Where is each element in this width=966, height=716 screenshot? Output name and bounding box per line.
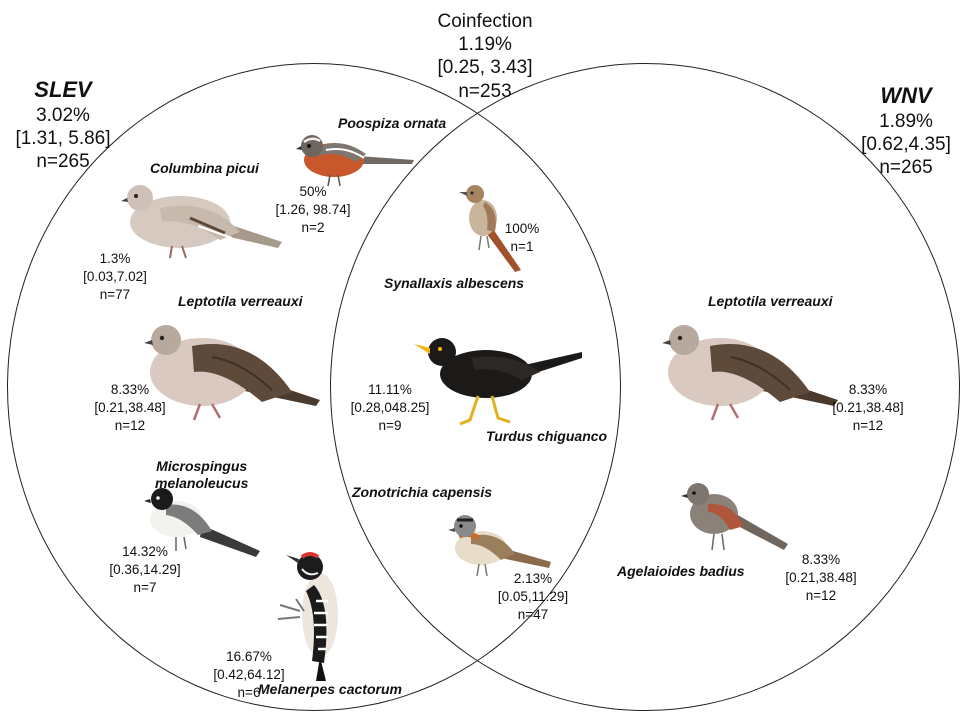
stat-columbina-picui: 1.3% [0.03,7.02] n=77 (70, 250, 160, 303)
stat-ci: [0.03,7.02] (70, 268, 160, 286)
slev-name: SLEV (4, 77, 122, 104)
stat-leptotila-verreauxi-wnv: 8.33% [0.21,38.48] n=12 (818, 381, 918, 434)
coinfection-ci: [0.25, 3.43] (400, 56, 570, 79)
stat-n: n=7 (100, 579, 190, 597)
slev-ci: [1.31, 5.86] (4, 127, 122, 150)
coinfection-title: Coinfection (400, 10, 570, 33)
coinfection-header: Coinfection 1.19% [0.25, 3.43] n=253 (400, 10, 570, 103)
slev-header: SLEV 3.02% [1.31, 5.86] n=265 (4, 77, 122, 173)
stat-pct: 8.33% (773, 551, 869, 569)
species-turdus-chiguanco: Turdus chiguanco (486, 428, 607, 445)
stat-microspingus-melanoleucus: 14.32% [0.36,14.29] n=7 (100, 543, 190, 596)
stat-pct: 100% (492, 220, 552, 238)
species-zonotrichia-capensis: Zonotrichia capensis (352, 484, 492, 501)
stat-ci: [0.05,11.29] (488, 588, 578, 606)
leptotila-verreauxi-wnv-illustration (660, 312, 840, 430)
stat-zonotrichia-capensis: 2.13% [0.05,11.29] n=47 (488, 570, 578, 623)
stat-turdus-chiguanco: 11.11% [0.28,048.25] n=9 (342, 381, 438, 434)
stat-pct: 8.33% (818, 381, 918, 399)
species-columbina-picui: Columbina picui (150, 160, 259, 177)
stat-agelaioides-badius: 8.33% [0.21,38.48] n=12 (773, 551, 869, 604)
stat-pct: 2.13% (488, 570, 578, 588)
wnv-pct: 1.89% (848, 110, 964, 133)
species-agelaioides-badius: Agelaioides badius (617, 563, 745, 580)
stat-ci: [0.36,14.29] (100, 561, 190, 579)
species-leptotila-verreauxi-slev: Leptotila verreauxi (178, 293, 303, 310)
species-synallaxis-albescens: Synallaxis albescens (384, 275, 524, 292)
slev-n: n=265 (4, 150, 122, 173)
stat-pct: 1.3% (70, 250, 160, 268)
stat-n: n=1 (492, 238, 552, 256)
stat-n: n=12 (773, 587, 869, 605)
species-melanerpes-cactorum: Melanerpes cactorum (258, 681, 402, 698)
stat-pct: 14.32% (100, 543, 190, 561)
stat-pct: 16.67% (206, 648, 292, 666)
wnv-n: n=265 (848, 156, 964, 179)
agelaioides-badius-illustration (680, 478, 790, 558)
stat-ci: [0.28,048.25] (342, 399, 438, 417)
stat-pct: 11.11% (342, 381, 438, 399)
wnv-ci: [0.62,4.35] (848, 133, 964, 156)
coinfection-n: n=253 (400, 80, 570, 103)
stat-n: n=9 (342, 417, 438, 435)
coinfection-pct: 1.19% (400, 33, 570, 56)
stat-pct: 8.33% (80, 381, 180, 399)
stat-ci: [0.21,38.48] (773, 569, 869, 587)
stat-ci: [0.21,38.48] (80, 399, 180, 417)
stat-synallaxis-albescens: 100% n=1 (492, 220, 552, 256)
stat-n: n=77 (70, 286, 160, 304)
wnv-name: WNV (848, 83, 964, 110)
stat-ci: [0.21,38.48] (818, 399, 918, 417)
species-line-1: Microspingus (155, 458, 248, 475)
stat-n: n=12 (818, 417, 918, 435)
slev-pct: 3.02% (4, 104, 122, 127)
wnv-header: WNV 1.89% [0.62,4.35] n=265 (848, 83, 964, 179)
species-leptotila-verreauxi-wnv: Leptotila verreauxi (708, 293, 833, 310)
stat-n: n=47 (488, 606, 578, 624)
stat-leptotila-verreauxi-slev: 8.33% [0.21,38.48] n=12 (80, 381, 180, 434)
stat-n: n=12 (80, 417, 180, 435)
